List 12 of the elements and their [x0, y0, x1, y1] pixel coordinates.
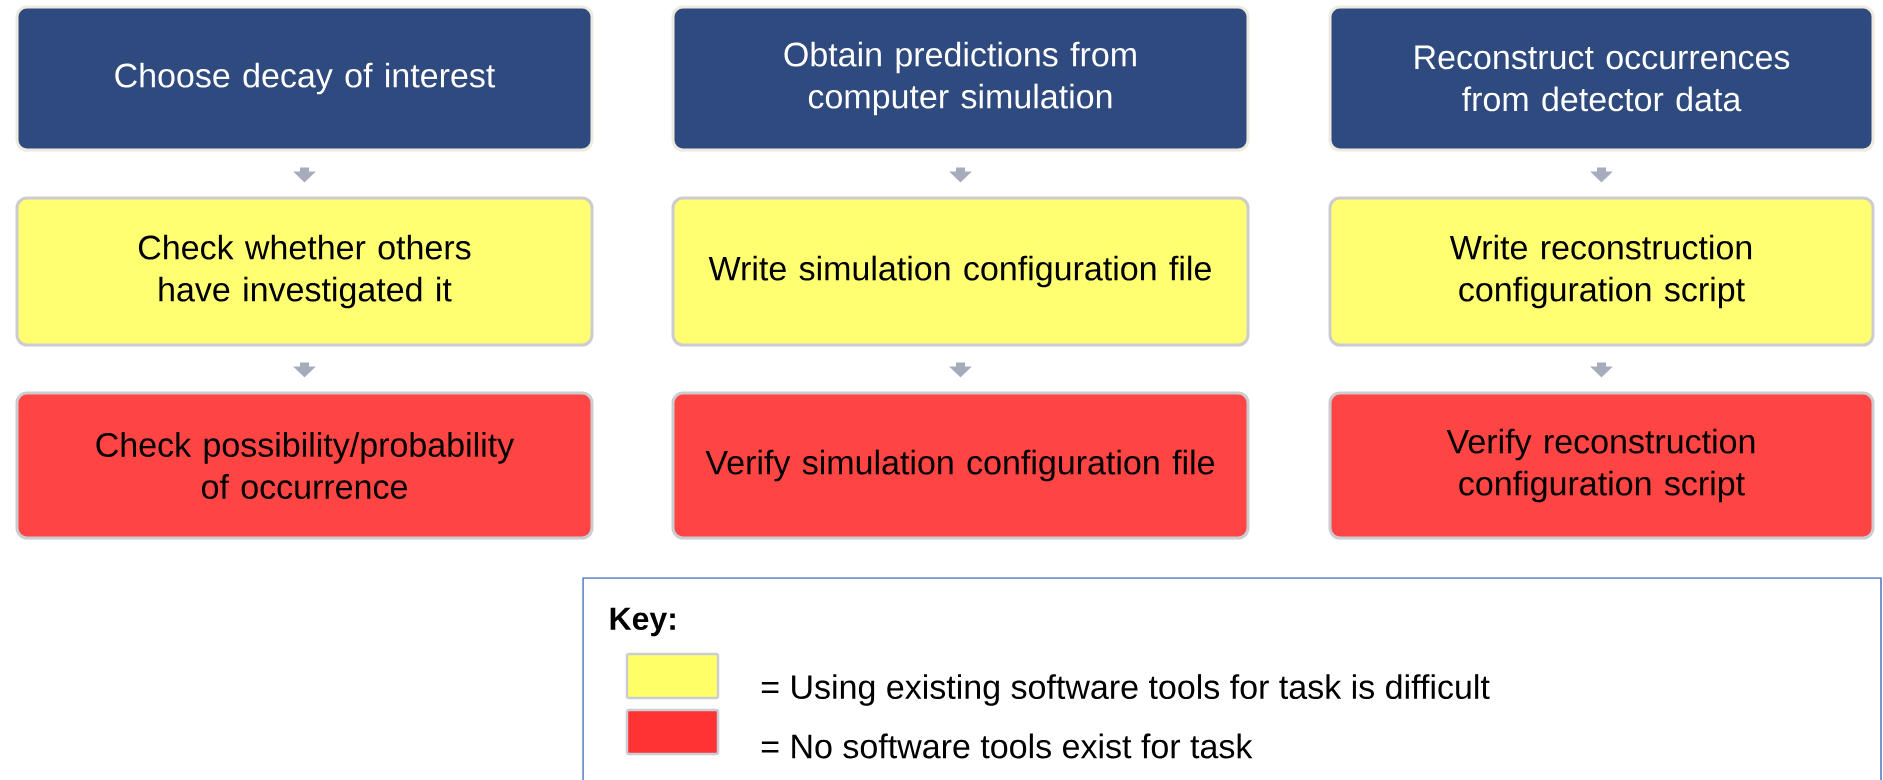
legend-text: = Using existing software tools for task is difficult — [761, 674, 1490, 706]
legend-text: = No software tools exist for task — [761, 733, 1253, 759]
process-box: Choose decay of interest — [15, 5, 594, 152]
process-box: Verify reconstruction configuration script — [1328, 391, 1875, 540]
process-box: Reconstruct occurrences from detector data — [1328, 5, 1875, 152]
process-box: Verify simulation configuration file — [671, 391, 1250, 540]
process-box: Check possibility/probability of occurrence — [15, 391, 594, 540]
legend-title: Key: — [610, 607, 675, 637]
process-box: Obtain predictions from computer simulation — [671, 5, 1250, 152]
process-box: Check whether others have investigated it — [15, 196, 594, 347]
process-box: Write reconstruction configuration script — [1328, 196, 1875, 347]
process-box: Write simulation configuration file — [671, 196, 1250, 347]
